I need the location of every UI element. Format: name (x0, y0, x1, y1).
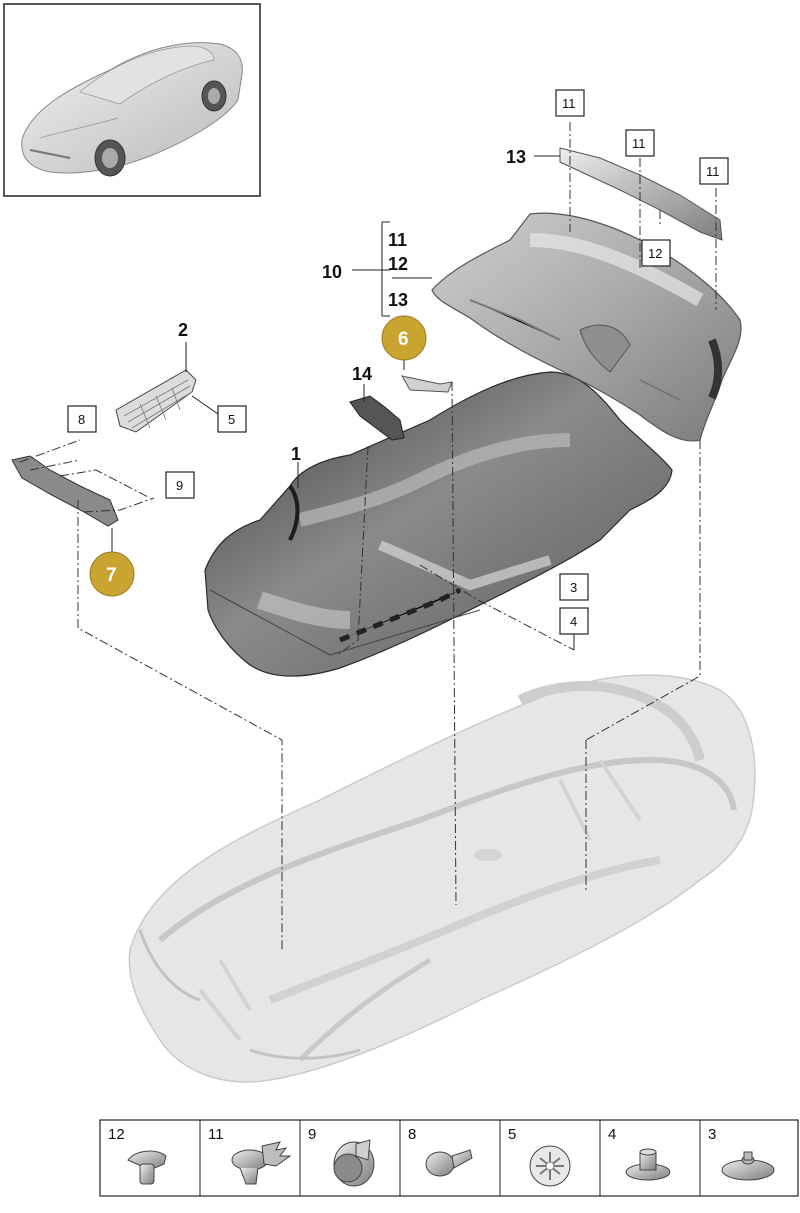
highlight-callout-7: 7 (89, 551, 135, 597)
legend-label-4: 4 (608, 1126, 616, 1143)
boxed-label-4-text: 4 (570, 614, 577, 629)
clip-strip-part (401, 375, 453, 393)
fir-tree-clip-icon (231, 1141, 292, 1185)
boxed-label-8-text: 8 (78, 412, 85, 427)
boxed-label-3-text: 3 (570, 580, 577, 595)
push-rivet-icon (127, 1150, 167, 1185)
boxed-label-9: 9 (165, 471, 195, 499)
boxed-callouts: 8 5 9 3 4 11 11 11 (67, 89, 729, 635)
boxed-label-8: 8 (67, 405, 97, 433)
boxed-label-5-text: 5 (228, 412, 235, 427)
highlight-callout-6: 6 (381, 315, 427, 361)
bracket-part (349, 395, 405, 441)
flanged-nut-icon (625, 1148, 671, 1181)
legend-label-9: 9 (308, 1126, 316, 1143)
boxed-label-12-text: 12 (648, 246, 662, 261)
boxed-label-3: 3 (559, 573, 589, 601)
vehicle-thumbnail (3, 3, 261, 197)
leader-lines (111, 155, 575, 650)
sill-trim-part (11, 455, 119, 527)
callout-13: 13 (388, 290, 408, 310)
legend-label-5: 5 (508, 1126, 516, 1143)
legend-cell-3: 3 (708, 1126, 775, 1181)
part-callouts: 1 2 10 11 12 13 14 13 (178, 147, 526, 464)
boxed-label-12: 12 (641, 239, 671, 267)
boxed-label-11a-text: 11 (562, 96, 576, 111)
legend-cell-8: 8 (408, 1126, 473, 1177)
boxed-label-11c-text: 11 (706, 164, 720, 179)
spring-nut-icon (529, 1145, 571, 1187)
legend-cell-9: 9 (308, 1126, 375, 1187)
legend-label-11: 11 (208, 1126, 224, 1143)
callout-2: 2 (178, 320, 188, 340)
legend-cell-11: 11 (208, 1126, 292, 1185)
boxed-label-11c: 11 (699, 157, 729, 185)
boxed-label-11b-text: 11 (632, 136, 646, 151)
screw-icon (425, 1149, 473, 1177)
expanding-clip-icon (333, 1139, 375, 1187)
front-floor-carpet (204, 371, 673, 677)
highlight-callouts: 6 7 (89, 315, 427, 597)
highlight-callout-6-text: 6 (398, 329, 409, 350)
insulation-strip (559, 147, 723, 241)
washer-nut-icon (721, 1151, 775, 1181)
legend-label-12: 12 (108, 1126, 125, 1143)
legend-label-3: 3 (708, 1126, 716, 1143)
legend-cell-12: 12 (108, 1126, 167, 1185)
car-body-shell (128, 674, 756, 1083)
callout-10: 10 (322, 262, 342, 282)
legend-label-8: 8 (408, 1126, 416, 1143)
legend-cell-5: 5 (508, 1126, 571, 1187)
boxed-label-9-text: 9 (176, 478, 183, 493)
boxed-label-11a: 11 (555, 89, 585, 117)
legend-cell-4: 4 (608, 1126, 671, 1181)
callout-14: 14 (352, 364, 372, 384)
highlight-callout-7-text: 7 (106, 565, 117, 586)
callout-12: 12 (388, 254, 408, 274)
storage-net (115, 369, 197, 433)
rear-floor-carpet (431, 212, 742, 442)
callout-1: 1 (291, 444, 301, 464)
boxed-label-4: 4 (559, 607, 589, 635)
boxed-label-5: 5 (217, 405, 247, 433)
boxed-label-11b: 11 (625, 129, 655, 157)
fastener-legend: 12 11 9 8 (99, 1119, 799, 1197)
car-thumbnail-icon (21, 42, 243, 177)
callout-13-top: 13 (506, 147, 526, 167)
assembly-lines (19, 122, 717, 952)
callout-11: 11 (388, 230, 407, 250)
